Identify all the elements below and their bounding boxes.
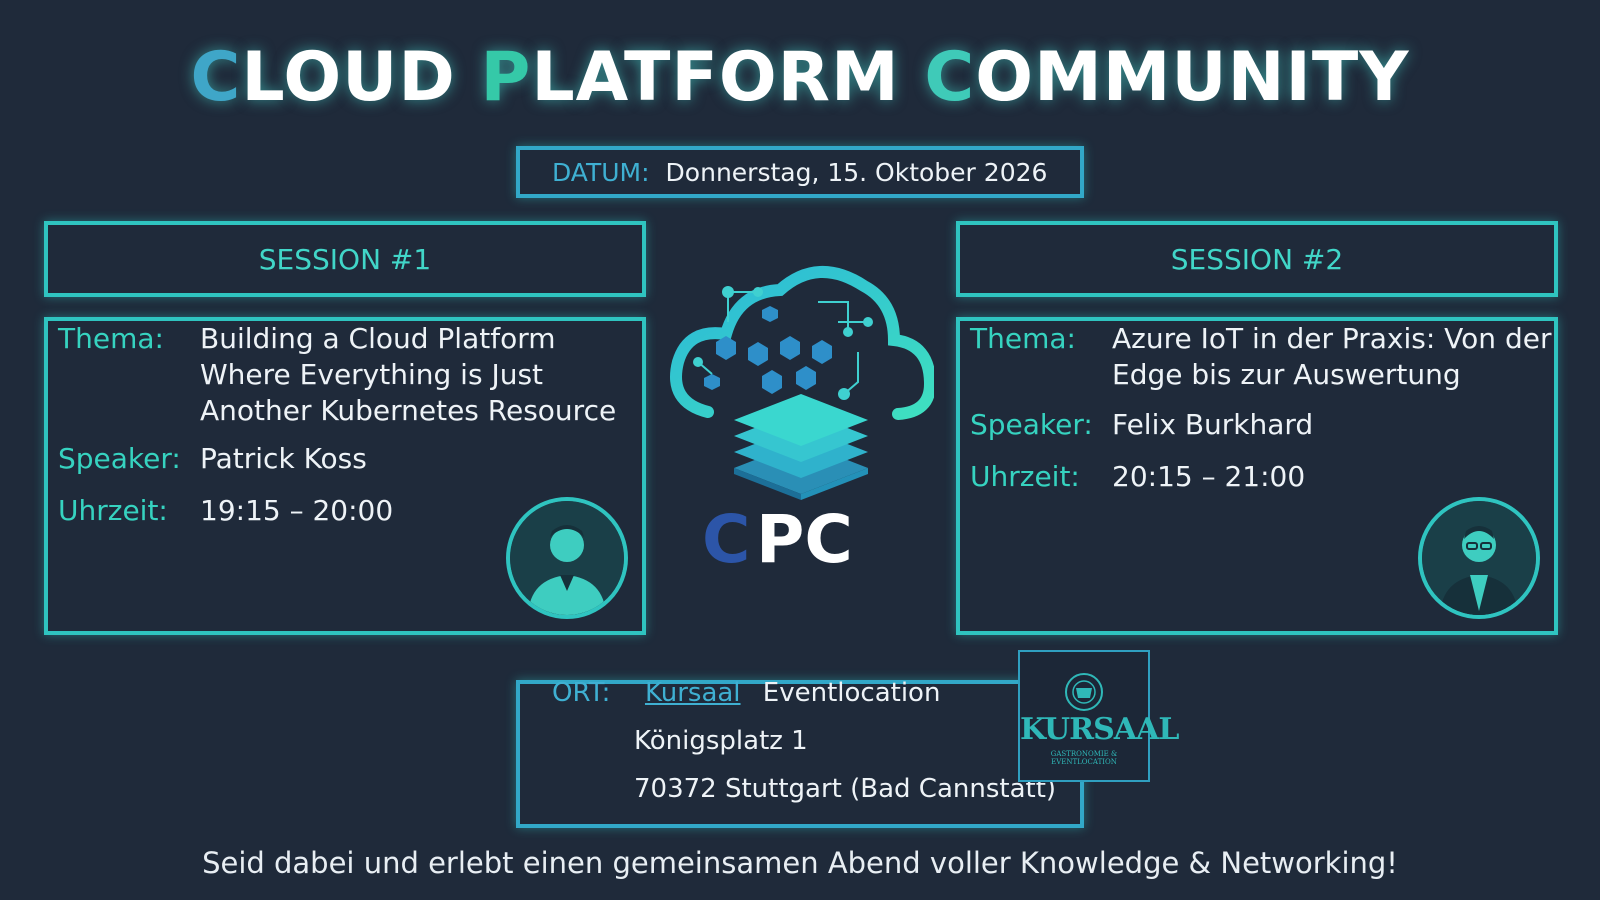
session-2-card: Thema: Azure IoT in der Praxis: Von der …: [956, 317, 1558, 635]
topic-line: Where Everything is Just: [200, 358, 544, 391]
venue-link[interactable]: Kursaal: [644, 678, 741, 708]
venue-rest: Eventlocation: [762, 678, 941, 708]
speaker-2-avatar: [1418, 497, 1540, 619]
session-2-time-row: Uhrzeit: 20:15 – 21:00: [970, 459, 1305, 495]
session-2-speaker: Felix Burkhard: [1112, 408, 1314, 441]
topic-label: Thema:: [970, 322, 1076, 355]
page-title: CLOUD PLATFORM COMMUNITY: [0, 38, 1600, 117]
title-part-community: OMMUNITY: [975, 38, 1410, 117]
cpc-logo: C PC: [668, 262, 937, 582]
session-1-speaker-row: Speaker: Patrick Koss: [58, 441, 367, 477]
speaker-1-avatar: [506, 497, 628, 619]
session-1-topic-row: Thema: Building a Cloud Platform Where E…: [58, 321, 616, 429]
title-letter-c: C: [190, 38, 242, 117]
footer-tagline: Seid dabei und erlebt einen gemeinsamen …: [202, 846, 1398, 880]
time-label: Uhrzeit:: [970, 460, 1080, 493]
session-1-card: Thema: Building a Cloud Platform Where E…: [44, 317, 646, 635]
location-box: ORT: Kursaal Eventlocation Königsplatz 1…: [516, 678, 1084, 828]
location-venue-row: ORT: Kursaal Eventlocation: [552, 678, 940, 708]
location-street: Königsplatz 1: [634, 726, 808, 756]
session-1-speaker: Patrick Koss: [200, 442, 367, 475]
title-part-platform: LATFORM: [531, 38, 925, 117]
topic-label: Thema:: [58, 322, 164, 355]
date-value: Donnerstag, 15. Oktober 2026: [665, 157, 1048, 187]
session-1-header: SESSION #1: [44, 221, 646, 297]
session-2-speaker-row: Speaker: Felix Burkhard: [970, 407, 1313, 443]
session-1-topic: Building a Cloud Platform Where Everythi…: [200, 321, 616, 429]
location-city: 70372 Stuttgart (Bad Cannstatt): [634, 774, 1057, 804]
session-2-topic-row: Thema: Azure IoT in der Praxis: Von der …: [970, 321, 1551, 393]
session-1-heading: SESSION #1: [258, 242, 432, 276]
topic-line: Building a Cloud Platform: [200, 322, 556, 355]
logo-letters-pc: PC: [756, 501, 853, 578]
speaker-label: Speaker:: [58, 442, 181, 475]
title-letter-c2: C: [924, 38, 976, 117]
session-2-heading: SESSION #2: [1170, 242, 1344, 276]
crest-icon: [1065, 673, 1103, 711]
person-icon: [510, 501, 624, 615]
topic-line: Another Kubernetes Resource: [200, 394, 617, 427]
session-1-time: 19:15 – 20:00: [200, 494, 394, 527]
kursaal-subtitle: GASTRONOMIE & EVENTLOCATION: [1050, 750, 1118, 766]
person-icon: [1422, 501, 1536, 615]
location-label: ORT:: [552, 678, 611, 708]
session-1-time-row: Uhrzeit: 19:15 – 20:00: [58, 493, 393, 529]
logo-letter-c: C: [702, 501, 750, 578]
cloud-platform-icon: C PC: [670, 266, 937, 578]
speaker-label: Speaker:: [970, 408, 1093, 441]
session-2-header: SESSION #2: [956, 221, 1558, 297]
time-label: Uhrzeit:: [58, 494, 168, 527]
session-2-topic: Azure IoT in der Praxis: Von der Edge bi…: [1112, 321, 1551, 393]
title-part-loud: LOUD: [241, 38, 481, 117]
topic-line: Azure IoT in der Praxis: Von der: [1112, 322, 1552, 355]
date-label: DATUM:: [552, 157, 650, 187]
kursaal-logo: KURSAAL GASTRONOMIE & EVENTLOCATION: [1018, 650, 1179, 782]
topic-line: Edge bis zur Auswertung: [1112, 358, 1461, 391]
kursaal-brand: KURSAAL: [1020, 712, 1179, 747]
date-box: DATUM: Donnerstag, 15. Oktober 2026: [516, 146, 1084, 198]
session-2-time: 20:15 – 21:00: [1112, 460, 1306, 493]
title-letter-p: P: [480, 38, 532, 117]
